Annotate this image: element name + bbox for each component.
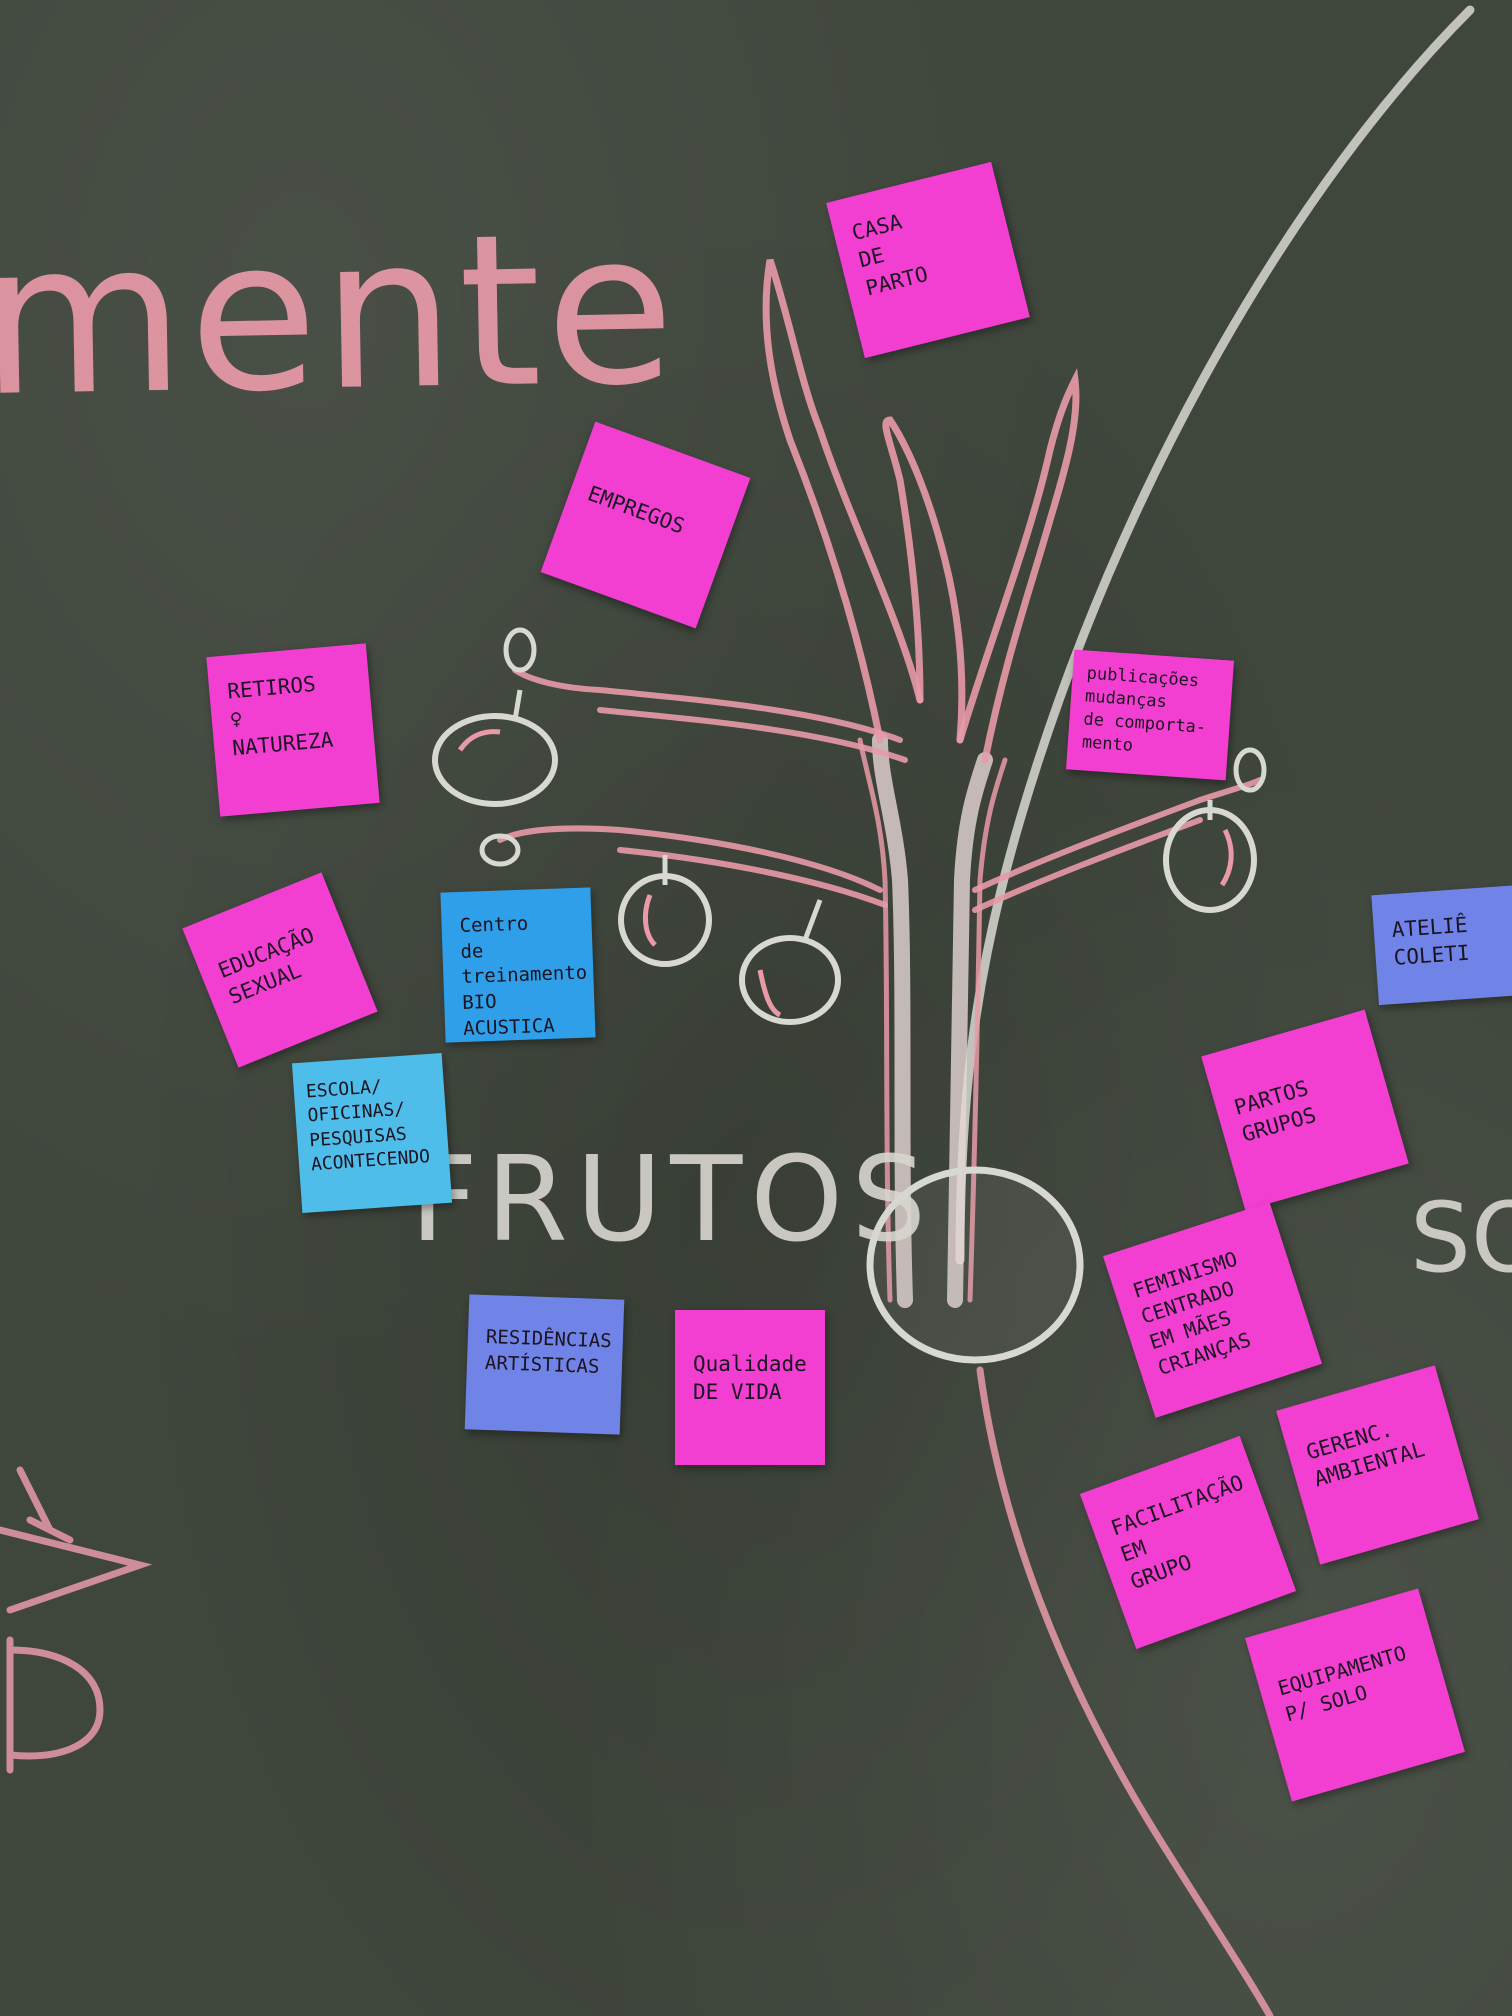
tree-branch-middle	[882, 416, 966, 744]
chalk-drawing-bottom-left	[0, 1466, 153, 1774]
sticky-note-retiros-natureza: RETIROS ♀ NATUREZA	[206, 643, 380, 817]
tree-fruit	[618, 855, 712, 967]
sticky-note-publicacoes: publicações mudanças de comporta- mento	[1066, 649, 1234, 781]
tree-leaf	[1233, 747, 1267, 793]
chalk-root-line	[976, 1366, 1274, 2016]
sticky-note-qualidade-de-vida: Qualidade DE VIDA	[675, 1310, 825, 1465]
tree-leaf	[479, 833, 521, 867]
tree-leaf	[503, 627, 537, 673]
chalk-word-so: SO	[1410, 1182, 1512, 1294]
tree-branch-left-top	[762, 258, 924, 744]
tree-trunk-outline	[857, 737, 1008, 1303]
tree-branch-left-low	[497, 825, 888, 908]
sticky-note-residencias: RESIDÊNCIAS ARTÍSTICAS	[464, 1294, 625, 1435]
sticky-note-escola-oficinas: ESCOLA/ OFICINAS/ PESQUISAS ACONTECENDO	[291, 1052, 453, 1214]
tree-fruit	[739, 899, 841, 1025]
tree-fruit	[432, 689, 558, 807]
sticky-note-centro-treinamento: Centro de treinamento BIO ACUSTICA	[440, 887, 596, 1043]
tree-branch-right-top	[956, 368, 1080, 764]
tree-fruit	[1163, 800, 1257, 913]
chalk-word-mente: mente	[0, 185, 681, 444]
chalk-word-frutos: FRUTOS	[410, 1130, 935, 1268]
tree-branch-left-long	[512, 667, 908, 763]
sticky-note-atelie-coletivo: ATELIÊ COLETI	[1371, 884, 1512, 1006]
tree-root-circle	[866, 1166, 1084, 1364]
tree-trunk	[872, 732, 993, 1308]
tree-branch-right	[972, 777, 1263, 913]
